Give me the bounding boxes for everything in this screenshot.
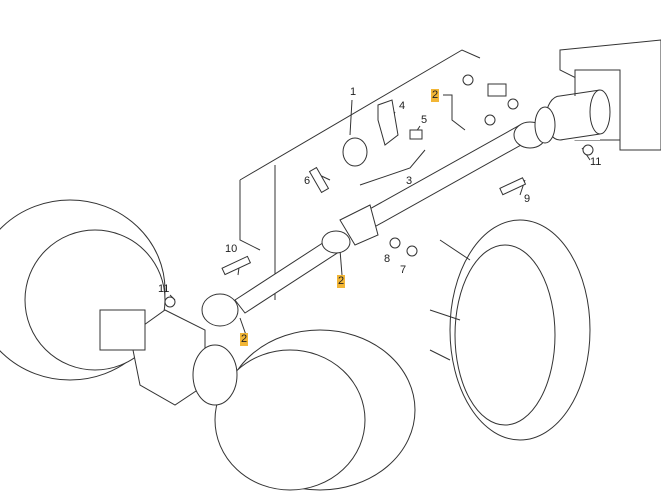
callout-6[interactable]: 6 bbox=[304, 175, 311, 187]
callout-7[interactable]: 7 bbox=[400, 264, 407, 276]
gearbox-housing bbox=[545, 39, 661, 151]
differential bbox=[99, 309, 238, 406]
callout-2-highlighted[interactable]: 2 bbox=[240, 333, 249, 346]
callout-1[interactable]: 1 bbox=[350, 86, 357, 98]
callout-2-highlighted[interactable]: 2 bbox=[431, 89, 440, 102]
callout-4[interactable]: 4 bbox=[399, 100, 406, 112]
small-parts bbox=[164, 74, 594, 308]
callout-9[interactable]: 9 bbox=[524, 193, 531, 205]
callout-3[interactable]: 3 bbox=[406, 175, 413, 187]
callout-11[interactable]: 11 bbox=[158, 283, 170, 295]
callout-2-highlighted[interactable]: 2 bbox=[337, 275, 346, 288]
callout-10[interactable]: 10 bbox=[225, 243, 238, 255]
callout-11[interactable]: 11 bbox=[590, 156, 602, 168]
right-wheel bbox=[429, 219, 591, 441]
callout-5[interactable]: 5 bbox=[421, 114, 428, 126]
drive-shaft bbox=[201, 106, 556, 327]
left-dual-wheels bbox=[0, 199, 416, 491]
callout-8[interactable]: 8 bbox=[384, 253, 391, 265]
